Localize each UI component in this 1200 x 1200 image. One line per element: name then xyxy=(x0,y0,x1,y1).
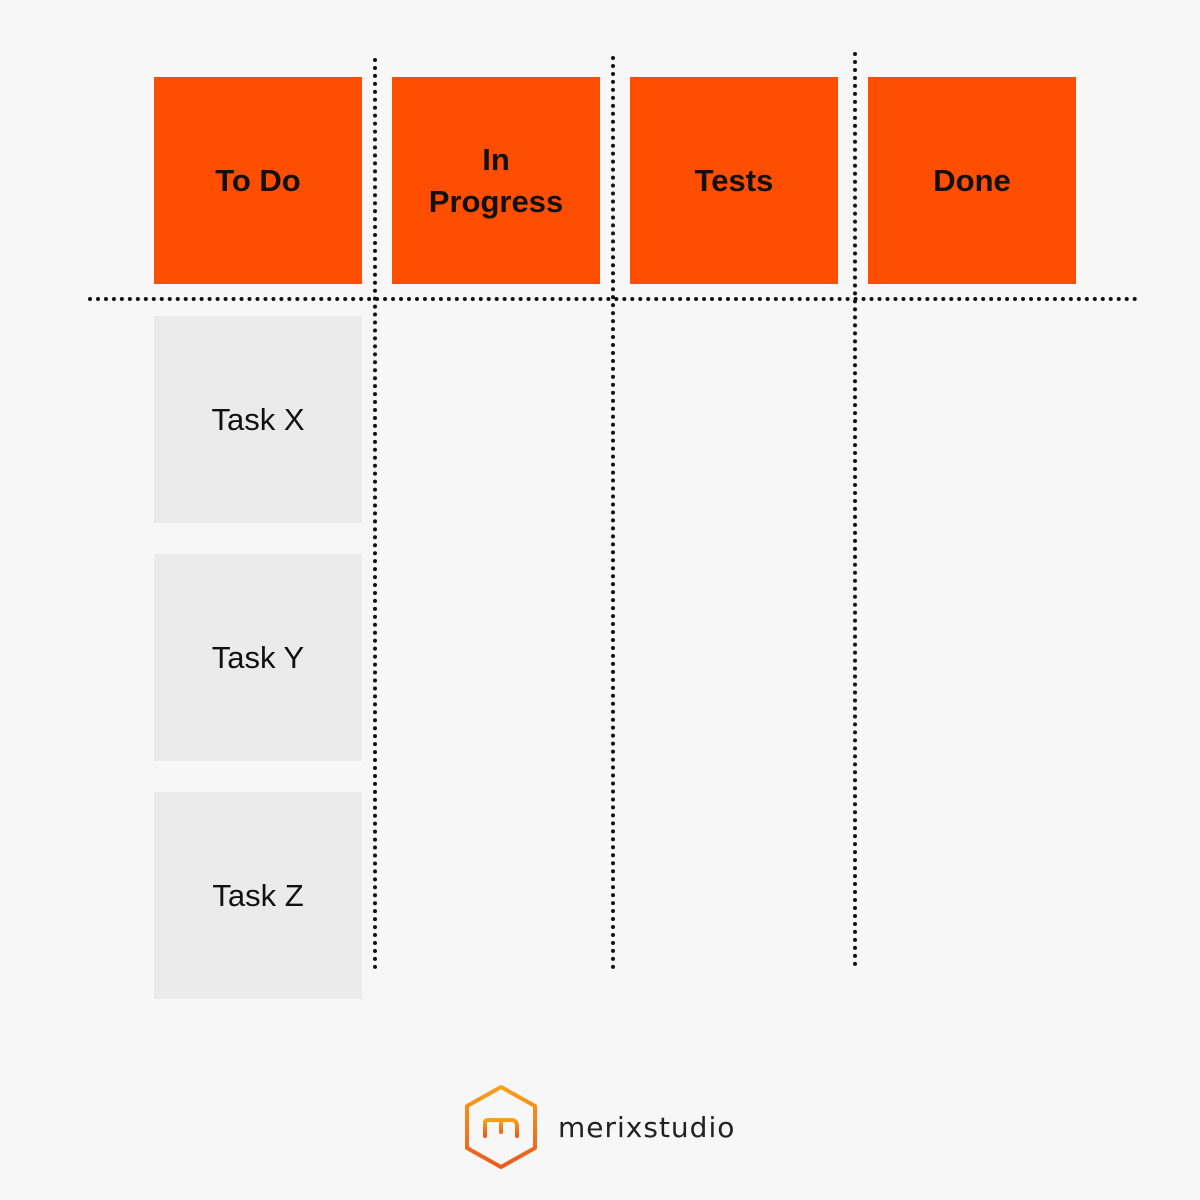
column-separator-3 xyxy=(853,52,857,967)
column-header-label: Done xyxy=(933,162,1011,198)
column-header-in-progress: In Progress xyxy=(392,77,600,284)
column-header-done: Done xyxy=(868,77,1076,284)
column-header-label-line1: In xyxy=(482,141,510,177)
merixstudio-logo: merixstudio xyxy=(464,1084,735,1170)
merixstudio-hexagon-icon xyxy=(465,1085,537,1169)
column-separator-2 xyxy=(611,56,615,970)
column-header-label: Tests xyxy=(694,162,774,198)
task-card-y[interactable]: Task Y xyxy=(154,554,362,761)
header-separator xyxy=(88,297,1138,301)
task-card-z[interactable]: Task Z xyxy=(154,792,362,999)
column-header-tests: Tests xyxy=(630,77,838,284)
task-card-label: Task Z xyxy=(212,877,304,913)
merixstudio-wordmark: merixstudio xyxy=(558,1110,736,1144)
task-card-x[interactable]: Task X xyxy=(154,316,362,523)
task-card-label: Task Y xyxy=(211,639,305,675)
column-separator-1 xyxy=(373,58,377,970)
column-header-todo: To Do xyxy=(154,77,362,284)
column-header-label-line2: Progress xyxy=(428,183,564,219)
task-card-label: Task X xyxy=(211,401,305,437)
column-header-label: To Do xyxy=(215,162,301,198)
